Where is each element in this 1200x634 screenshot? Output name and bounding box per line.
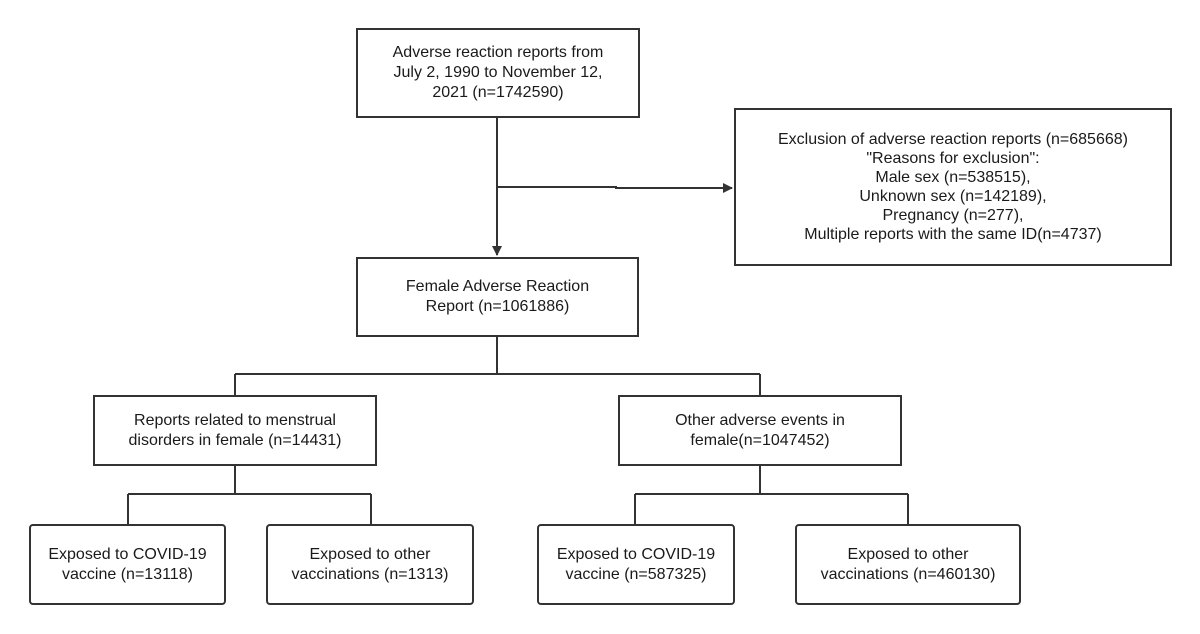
female-reports-text: Female Adverse Reaction Report (n=106188… — [405, 278, 590, 315]
menstrual-other-text: Exposed to other vaccinations (n=1313) — [291, 545, 449, 583]
arrow-to-exclusion — [497, 183, 733, 193]
total-reports-box: Adverse reaction reports from July 2, 19… — [356, 28, 640, 118]
other-covid-box: Exposed to COVID-19 vaccine (n=587325) — [537, 524, 735, 605]
other-other-box: Exposed to other vaccinations (n=460130) — [795, 524, 1021, 605]
menstrual-covid-text: Exposed to COVID-19 vaccine (n=13118) — [48, 545, 207, 583]
other-other-text: Exposed to other vaccinations (n=460130) — [820, 545, 996, 583]
menstrual-reports-text: Reports related to menstrual disorders i… — [128, 411, 342, 449]
other-events-text: Other adverse events in female(n=1047452… — [675, 411, 845, 449]
other-events-box: Other adverse events in female(n=1047452… — [618, 395, 902, 466]
menstrual-other-box: Exposed to other vaccinations (n=1313) — [266, 524, 474, 605]
total-reports-text: Adverse reaction reports from July 2, 19… — [392, 44, 604, 101]
female-reports-box: Female Adverse Reaction Report (n=106188… — [356, 257, 639, 337]
menstrual-covid-box: Exposed to COVID-19 vaccine (n=13118) — [29, 524, 226, 605]
other-covid-text: Exposed to COVID-19 vaccine (n=587325) — [556, 545, 716, 583]
menstrual-reports-box: Reports related to menstrual disorders i… — [93, 395, 377, 466]
exclusion-box: Exclusion of adverse reaction reports (n… — [734, 108, 1172, 266]
exclusion-text: Exclusion of adverse reaction reports (n… — [778, 131, 1128, 243]
